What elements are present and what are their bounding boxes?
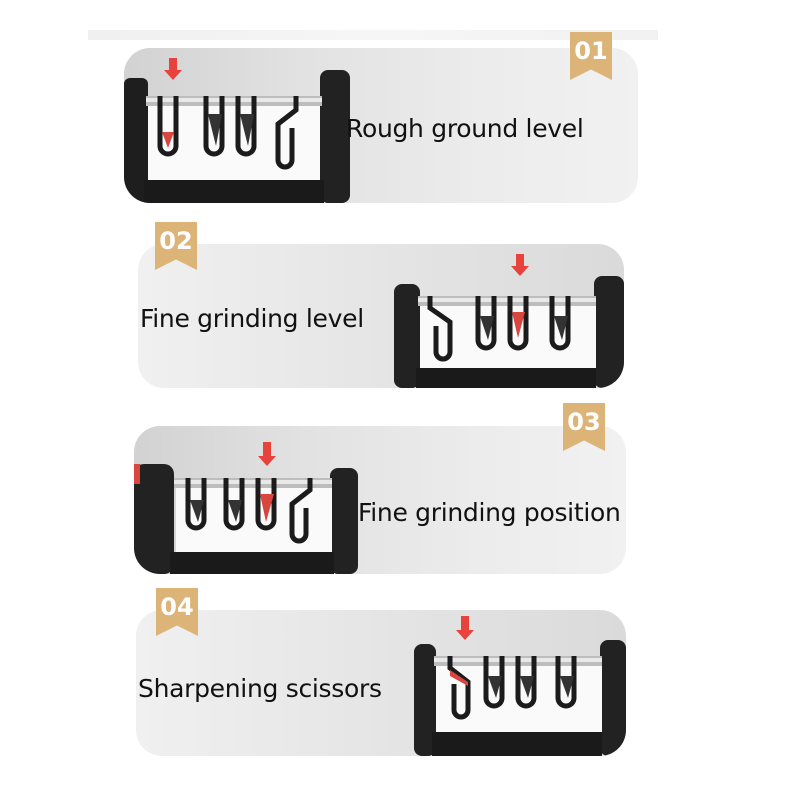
knife-sharpener-image <box>124 70 350 203</box>
step-label: Fine grinding position <box>358 498 621 527</box>
knife-sharpener-image <box>394 276 624 388</box>
step-label: Sharpening scissors <box>138 674 382 703</box>
active-slot-arrow-icon <box>164 58 182 80</box>
knife-sharpener-image <box>134 464 358 574</box>
step-card-2: Fine grinding level <box>138 244 624 388</box>
step-card-1: Rough ground level <box>124 48 638 203</box>
step-number-badge: 03 <box>563 403 605 451</box>
active-slot-arrow-icon <box>456 616 474 640</box>
step-label: Fine grinding level <box>140 304 364 333</box>
step-label: Rough ground level <box>346 114 584 143</box>
active-slot-arrow-icon <box>258 442 276 466</box>
step-card-3: Fine grinding position <box>134 426 626 574</box>
knife-sharpener-image <box>414 640 626 756</box>
top-divider <box>88 30 658 40</box>
step-card-4: Sharpening scissors <box>136 610 626 756</box>
active-slot-arrow-icon <box>511 254 529 276</box>
